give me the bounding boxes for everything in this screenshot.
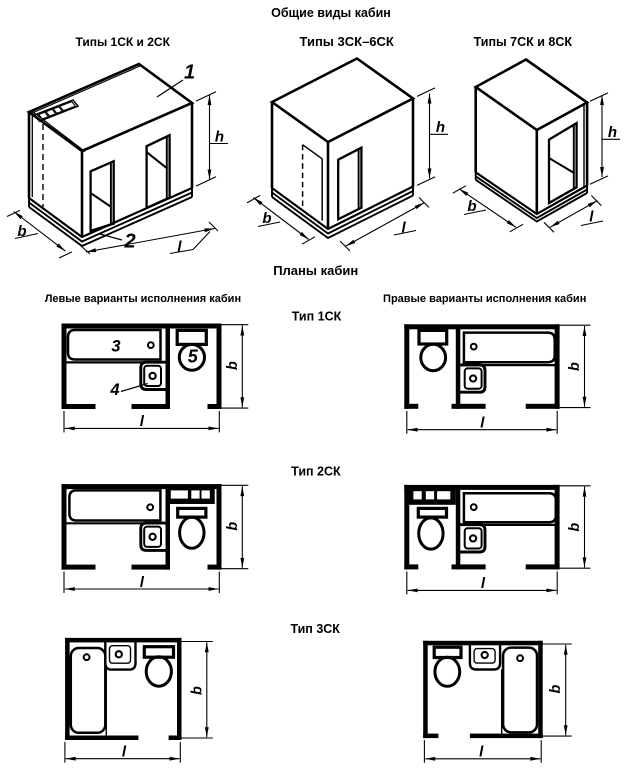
- svg-text:Типы 1СК и 2СК: Типы 1СК и 2СК: [75, 35, 170, 49]
- svg-text:Типы 3СК–6СК: Типы 3СК–6СК: [300, 34, 394, 49]
- svg-text:b: b: [189, 686, 205, 695]
- svg-text:Типы 7СК и 8СК: Типы 7СК и 8СК: [474, 35, 573, 49]
- svg-text:h: h: [608, 124, 617, 141]
- svg-text:l: l: [479, 744, 484, 761]
- svg-text:b: b: [17, 223, 26, 240]
- svg-text:l: l: [140, 413, 145, 430]
- svg-text:4: 4: [109, 381, 119, 399]
- svg-text:Правые варианты исполнения каб: Правые варианты исполнения кабин: [383, 293, 586, 305]
- svg-text:h: h: [436, 119, 445, 136]
- svg-text:Планы кабин: Планы кабин: [273, 263, 358, 278]
- svg-text:Левые варианты исполнения каби: Левые варианты исполнения кабин: [45, 293, 241, 305]
- svg-text:b: b: [567, 523, 583, 532]
- svg-text:b: b: [225, 522, 241, 531]
- svg-text:2: 2: [123, 231, 135, 253]
- svg-text:b: b: [262, 210, 271, 227]
- svg-text:Тип 2СК: Тип 2СК: [291, 465, 341, 479]
- svg-text:l: l: [480, 415, 485, 432]
- svg-text:b: b: [225, 361, 241, 370]
- svg-text:b: b: [548, 685, 564, 694]
- svg-text:5: 5: [188, 347, 199, 367]
- svg-text:Общие виды кабин: Общие виды кабин: [271, 6, 391, 20]
- svg-text:l: l: [481, 575, 486, 592]
- svg-text:l: l: [122, 744, 127, 761]
- svg-text:l: l: [140, 574, 145, 591]
- svg-text:l: l: [589, 209, 594, 226]
- svg-text:3: 3: [111, 338, 120, 356]
- svg-text:l: l: [177, 239, 182, 256]
- svg-text:l: l: [402, 220, 407, 237]
- svg-text:h: h: [215, 129, 224, 146]
- svg-text:Тип 1СК: Тип 1СК: [292, 310, 342, 324]
- svg-text:b: b: [567, 362, 583, 371]
- svg-text:b: b: [467, 198, 476, 215]
- svg-text:Тип 3СК: Тип 3СК: [290, 622, 340, 636]
- svg-text:1: 1: [184, 62, 195, 84]
